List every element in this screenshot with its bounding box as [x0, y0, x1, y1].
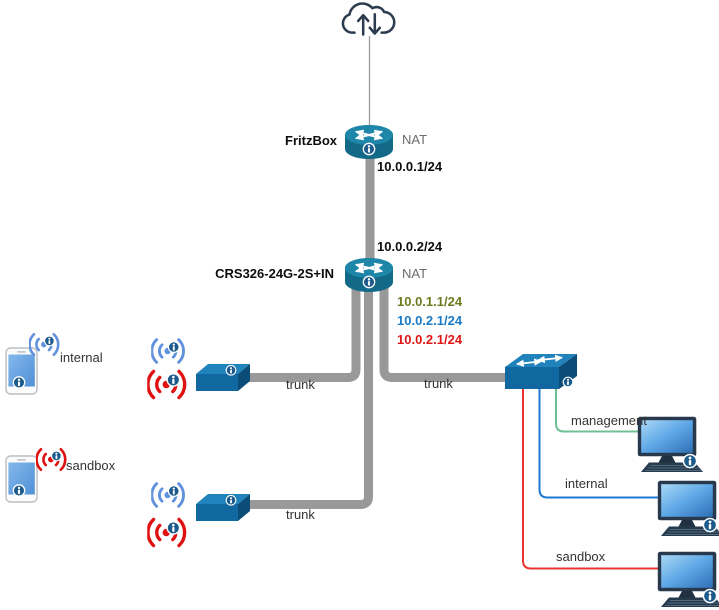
nat-label-crs: NAT [402, 266, 428, 281]
access-point-2-icon[interactable] [195, 491, 253, 523]
management-label: management [571, 413, 647, 428]
management-computer-icon[interactable] [637, 416, 709, 474]
ip-label-vlan-green: 10.0.1.1/24 [397, 294, 463, 309]
nat-label-fritzbox: NAT [402, 132, 428, 147]
crs326-label: CRS326-24G-2S+IN [215, 266, 334, 281]
access-point-1-icon[interactable] [195, 361, 253, 393]
ip-label-crs-wan: 10.0.0.2/24 [377, 239, 443, 254]
fritzbox-label: FritzBox [285, 133, 337, 148]
wifi-red-ap2-icon[interactable] [147, 514, 191, 551]
ip-label-fritzbox-lan: 10.0.0.1/24 [377, 159, 443, 174]
lan-switch-icon[interactable] [503, 351, 577, 391]
crs326-router-icon[interactable] [343, 255, 395, 295]
internal-label: internal [565, 476, 608, 491]
wifi-sandbox-label: sandbox [66, 458, 116, 473]
trunk-link-ap2 [246, 280, 373, 509]
wifi-internal-label: internal [60, 350, 103, 365]
trunk-link-switch [379, 280, 510, 382]
sandbox-phone-icon[interactable] [5, 455, 39, 503]
wifi-blue-ap1-icon[interactable] [151, 335, 189, 367]
trunk-label-ap2: trunk [286, 507, 315, 522]
ip-label-vlan-red: 10.0.2.1/24 [397, 332, 463, 347]
trunk-label-switch: trunk [424, 376, 453, 391]
ip-label-vlan-blue: 10.0.2.1/24 [397, 313, 463, 328]
fritzbox-router-icon[interactable] [343, 122, 395, 162]
wifi-blue-ap2-icon[interactable] [151, 479, 189, 511]
wifi-sandbox-phone-icon[interactable] [36, 445, 70, 474]
sandbox-link-line [522, 384, 658, 570]
internal-computer-icon[interactable] [657, 480, 719, 538]
sandbox-computer-icon[interactable] [657, 551, 719, 609]
trunk-link-ap1 [246, 280, 361, 382]
wifi-internal-phone-icon[interactable] [29, 330, 63, 359]
management-link-line [555, 384, 640, 433]
wifi-red-ap1-icon[interactable] [147, 366, 191, 403]
cloud-updown-icon[interactable] [340, 2, 398, 39]
sandbox-label: sandbox [556, 549, 606, 564]
internal-link-line [538, 384, 660, 499]
trunk-label-ap1: trunk [286, 377, 315, 392]
